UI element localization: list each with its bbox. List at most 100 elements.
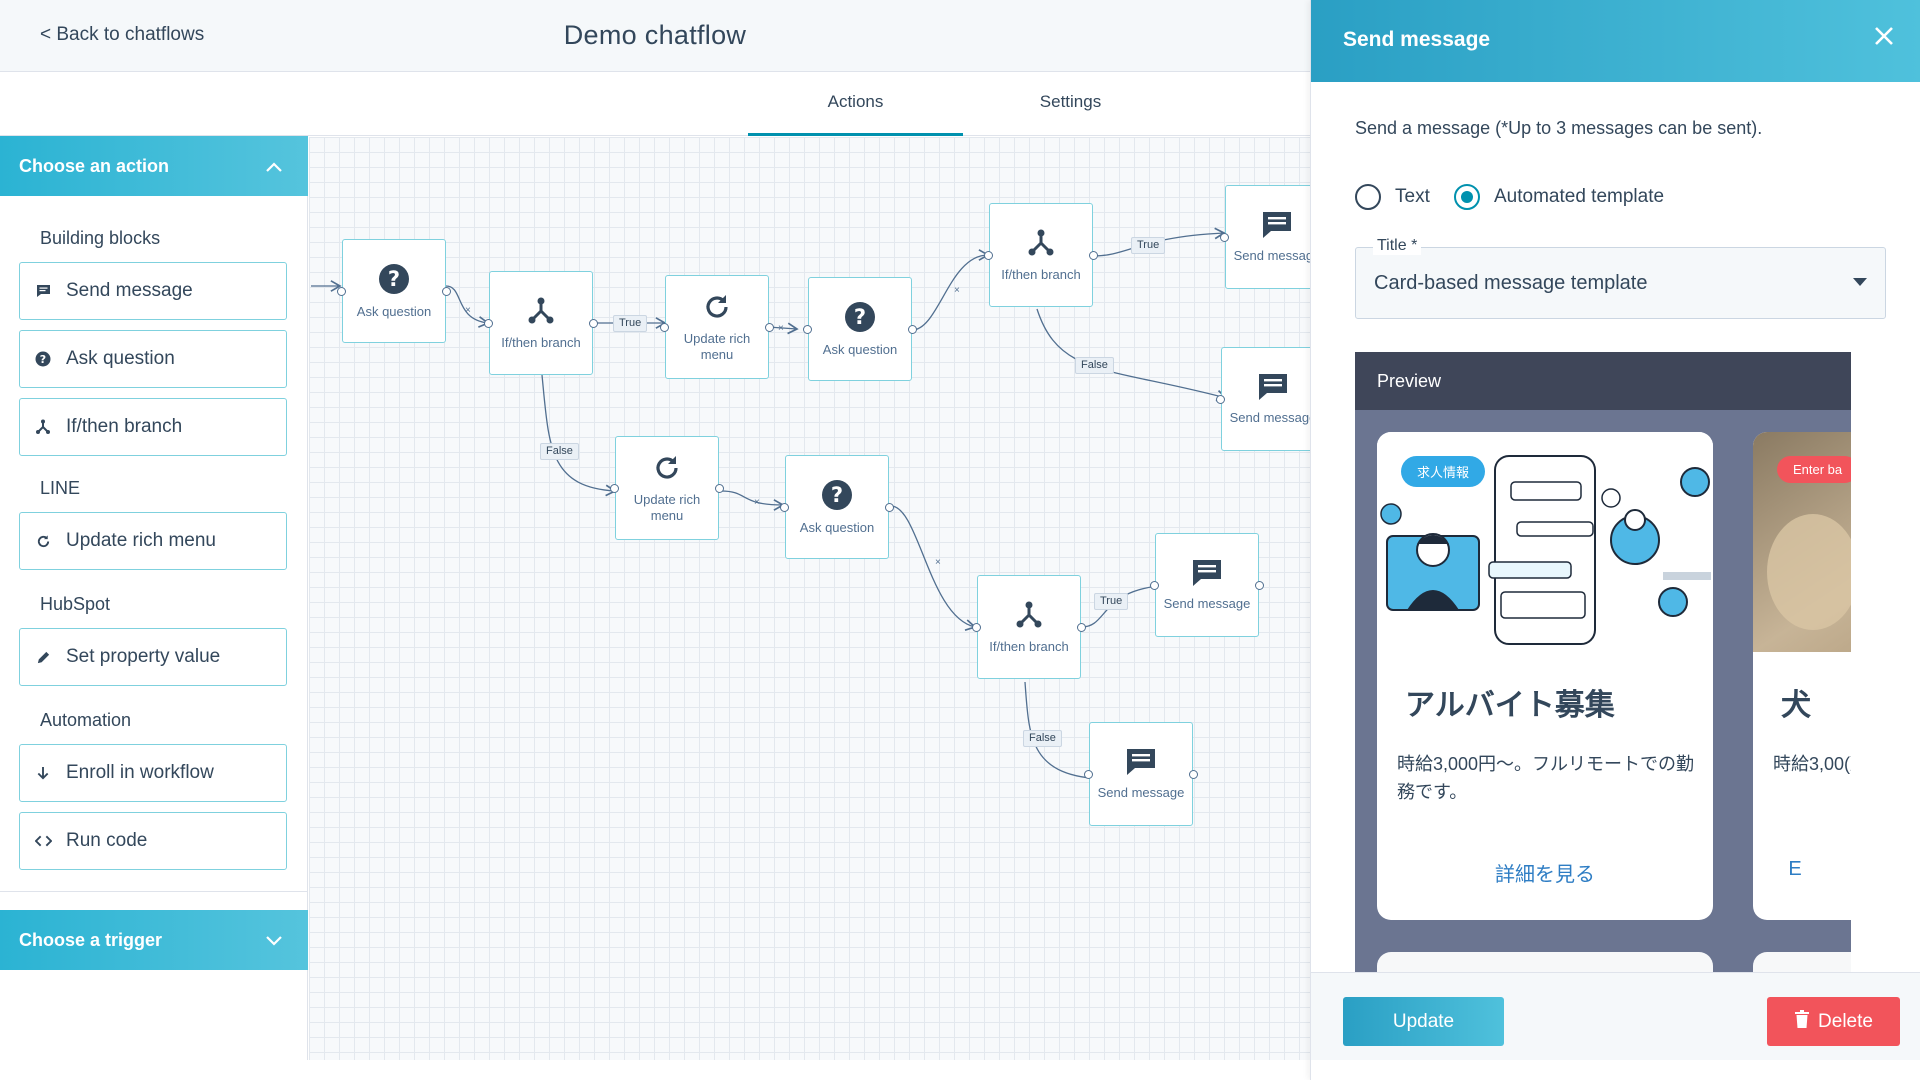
next-card-peek [1753,952,1851,974]
edge-marker: × [935,557,941,568]
flow-node-send-message[interactable]: Send message [1220,185,1310,289]
flow-node-ask-question[interactable]: ? Ask question [803,277,917,381]
back-to-chatflows-link[interactable]: < Back to chatflows [40,24,205,45]
update-button[interactable]: Update [1343,997,1504,1046]
card-details-link[interactable]: 詳細を見る [1495,864,1595,886]
block-label: Run code [66,830,148,851]
card-details-link[interactable]: E [1788,858,1802,880]
output-port[interactable] [442,287,451,296]
block-ask-question[interactable]: ? Ask question [19,330,287,388]
refresh-icon [702,292,732,327]
node-label: If/then branch [501,334,581,350]
block-update-rich-menu[interactable]: Update rich menu [19,512,287,570]
card-body: 時給3,000円〜。フルリモートでの勤務です。 [1397,754,1695,802]
send-message-drawer: Send message Send a message (*Up to 3 me… [1310,0,1920,1080]
branch-icon [1026,228,1056,263]
section-label-automation: Automation [40,710,132,730]
edge-label-true: True [1094,593,1129,610]
card-tag: Enter ba [1777,456,1851,483]
input-port[interactable] [1084,770,1093,779]
branch-icon [1014,600,1044,635]
card-body: 時給3,00(勤務です。 [1773,754,1851,774]
flow-node-ask-question[interactable]: ? Ask question [780,455,894,559]
input-port[interactable] [1150,581,1159,590]
input-port[interactable] [803,325,812,334]
flow-node-send-message[interactable]: Send message [1216,347,1310,451]
trash-icon [1794,1009,1810,1034]
choose-action-header[interactable]: Choose an action [0,136,308,196]
output-port[interactable] [715,484,724,493]
svg-text:?: ? [40,353,46,366]
drawer-header: Send message [1311,0,1920,82]
radio-label: Automated template [1494,186,1665,207]
block-set-property-value[interactable]: Set property value [19,628,287,686]
edge-marker: × [754,497,760,508]
output-port[interactable] [1077,623,1086,632]
edge-label-true: True [613,315,648,332]
output-port[interactable] [1089,251,1098,260]
flow-node-update-rich-menu[interactable]: Update rich menu [660,275,774,379]
input-port[interactable] [337,287,346,296]
node-label: Ask question [799,519,875,535]
output-port[interactable] [908,325,917,334]
edge-label-true: True [1131,237,1166,254]
block-send-message[interactable]: Send message [19,262,287,320]
input-port[interactable] [610,484,619,493]
svg-text:?: ? [854,305,866,329]
section-label-hubspot: HubSpot [40,594,111,614]
output-port[interactable] [885,503,894,512]
arrow-down-icon [34,766,52,781]
close-icon[interactable] [1873,22,1895,54]
input-port[interactable] [1216,395,1225,404]
output-port[interactable] [1255,581,1264,590]
flow-node-if-then-branch[interactable]: If/then branch [484,271,598,375]
radio-label: Text [1395,186,1430,207]
flow-node-if-then-branch[interactable]: If/then branch [984,203,1098,307]
output-port[interactable] [1189,770,1198,779]
choose-trigger-header[interactable]: Choose a trigger [0,910,308,970]
section-label-building-blocks: Building blocks [40,228,161,248]
input-port[interactable] [780,503,789,512]
flow-node-send-message[interactable]: Send message [1084,722,1198,826]
flow-node-ask-question[interactable]: ? Ask question [337,239,451,343]
chevron-up-icon[interactable] [266,136,282,196]
input-port[interactable] [484,319,493,328]
title-select[interactable]: Card-based message template [1355,247,1886,319]
flow-node-update-rich-menu[interactable]: Update rich menu [610,436,724,540]
radio-button-selected[interactable] [1454,184,1480,210]
pencil-icon [34,650,52,665]
block-if-then-branch[interactable]: If/then branch [19,398,287,456]
refresh-icon [652,453,682,488]
title-field-label: Title * [1373,237,1422,255]
preview-header: Preview [1355,352,1851,410]
radio-button[interactable] [1355,184,1381,210]
edge-marker: × [954,285,960,296]
radio-text-option[interactable]: Text [1355,184,1430,210]
input-port[interactable] [1220,233,1229,242]
flow-node-send-message[interactable]: Send message [1150,533,1264,637]
node-label: Send message [1097,784,1185,800]
caret-down-icon [1853,278,1867,286]
section-label-line: LINE [40,478,81,498]
question-icon: ? [378,263,410,300]
flow-node-if-then-branch[interactable]: If/then branch [972,575,1086,679]
input-port[interactable] [972,623,981,632]
block-label: Set property value [66,646,221,667]
tab-settings[interactable]: Settings [1039,92,1102,111]
flow-canvas[interactable]: × × × × × True True False False True Fal… [309,137,1310,1060]
output-port[interactable] [589,319,598,328]
chevron-down-icon[interactable] [266,910,282,970]
block-label: If/then branch [66,416,183,437]
block-enroll-in-workflow[interactable]: Enroll in workflow [19,744,287,802]
output-port[interactable] [765,323,774,332]
node-label: Send message [1233,247,1310,263]
radio-automated-template-option[interactable]: Automated template [1454,184,1664,210]
next-card-peek [1377,952,1713,974]
input-port[interactable] [984,251,993,260]
edge-label-false: False [540,443,579,460]
tab-actions[interactable]: Actions [748,72,963,136]
input-port[interactable] [660,323,669,332]
delete-button[interactable]: Delete [1767,997,1900,1046]
block-run-code[interactable]: Run code [19,812,287,870]
